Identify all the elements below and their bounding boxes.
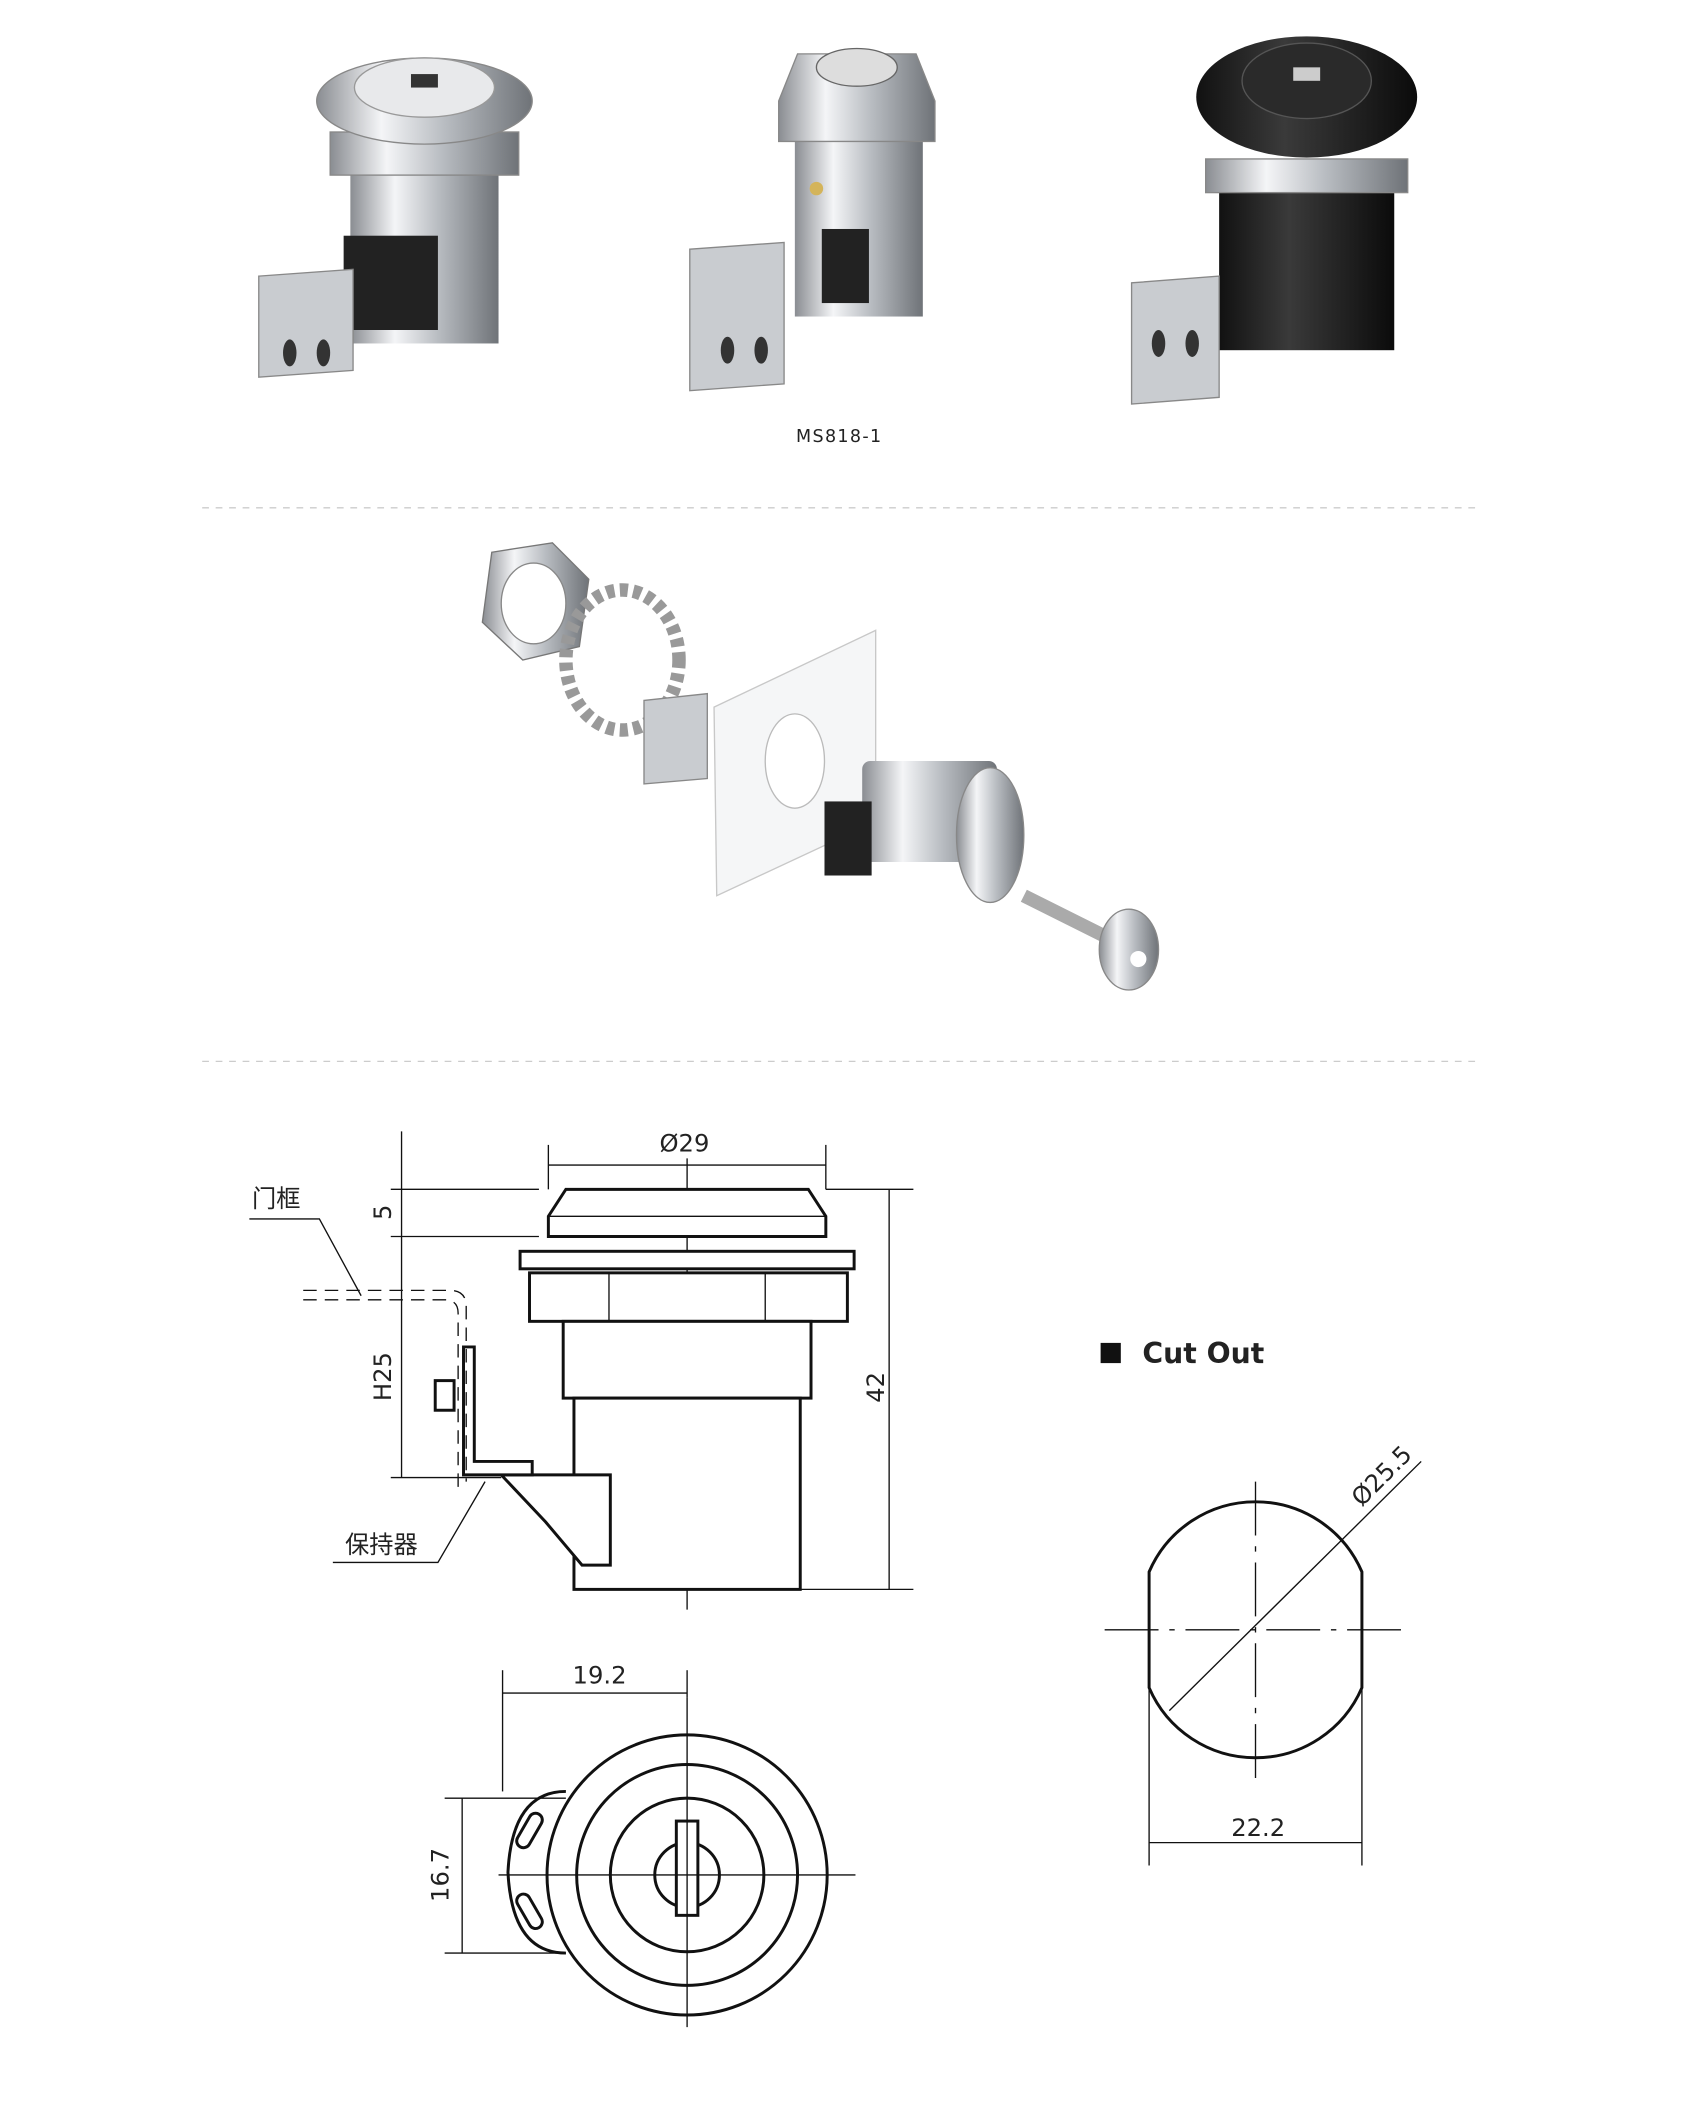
model-caption: MS818-1 [796,427,883,447]
product-image-black [1130,36,1418,405]
dim-h25: H25 [368,1352,397,1401]
side-view-drawing [249,1131,914,1610]
cutout-bullet-icon [1100,1342,1121,1364]
label-door-frame: 门框 [252,1184,300,1213]
front-view-drawing [444,1670,856,2028]
product-image-chrome-large [258,57,533,378]
dim-diameter-29: Ø29 [659,1129,709,1158]
cutout-drawing [1104,1460,1422,1866]
exploded-view-image [481,542,1160,991]
dim-head-5: 5 [368,1205,397,1220]
cutout-dim-width: 22.2 [1231,1813,1285,1842]
dim-offset-16-7: 16.7 [426,1848,455,1902]
cutout-title: Cut Out [1142,1337,1264,1370]
dim-total-42: 42 [861,1372,890,1403]
product-image-chrome-round [689,47,936,392]
label-retainer: 保持器 [345,1530,418,1559]
dim-width-19-2: 19.2 [573,1661,627,1690]
